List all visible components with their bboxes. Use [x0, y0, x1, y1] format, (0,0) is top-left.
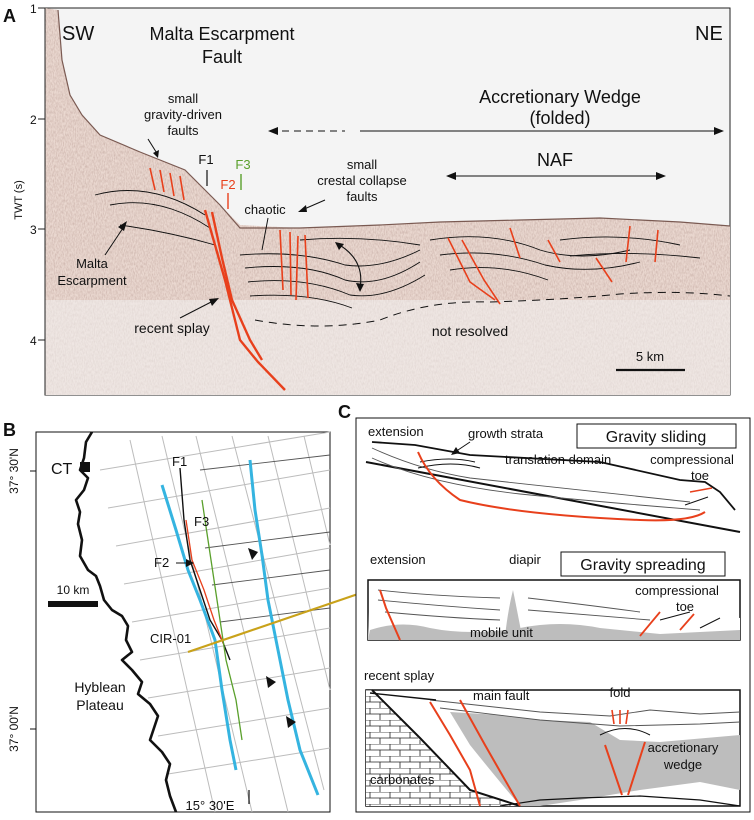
map-f2-label: F2: [154, 555, 169, 570]
y-tick-label: 4: [30, 334, 37, 348]
spreading-extension-label: extension: [370, 552, 426, 567]
cir-01-line: [187, 592, 359, 654]
model-recent-splay-label: recent splay: [364, 668, 435, 683]
main-fault-label: main fault: [473, 688, 530, 703]
f2-label: F2: [220, 177, 235, 192]
recent-splay-label: recent splay: [134, 320, 209, 336]
panel-letter-c: C: [338, 402, 351, 422]
bathymetry-line-west: [160, 484, 238, 771]
malta-escarpment-label: Malta: [76, 256, 109, 271]
chaotic-pointer: [261, 217, 269, 251]
panel-a: A: [3, 2, 731, 396]
accretionary-title-1: Accretionary Wedge: [479, 87, 641, 107]
carbonates-label: carbonates: [370, 772, 435, 787]
chaotic-label: chaotic: [244, 202, 286, 217]
sliding-extension-label: extension: [368, 424, 424, 439]
spreading-title: Gravity spreading: [580, 557, 705, 574]
seismic-faults: [149, 167, 659, 391]
title-line-2: Fault: [202, 47, 242, 67]
title-line-1: Malta Escarpment: [149, 24, 294, 44]
panel-b: B: [3, 420, 359, 813]
accretionary-title-2: (folded): [529, 108, 590, 128]
lon-label: 15° 30'E: [186, 798, 235, 813]
thrust-symbol: [286, 716, 296, 728]
thrust-symbol: [248, 548, 258, 560]
panel-c: C extension growth strata Gravity slidin…: [338, 402, 751, 813]
ct-label: CT: [51, 461, 73, 478]
f1-label: F1: [198, 152, 213, 167]
accretionary-label: accretionary: [648, 740, 719, 755]
diapir-label: diapir: [509, 552, 541, 567]
y-tick-label: 1: [30, 2, 37, 16]
map-f3-label: F3: [194, 514, 209, 529]
translation-label: translation domain: [505, 452, 611, 467]
y-tick-label: 2: [30, 113, 37, 127]
crestal-faults-label: crestal collapse: [317, 173, 407, 188]
crestal-faults-label: faults: [346, 189, 378, 204]
curved-double-arrow: [337, 243, 362, 289]
gravity-faults-label: faults: [167, 123, 199, 138]
fault-f3: [201, 499, 243, 741]
fault-f2: [185, 519, 225, 646]
cir-01-label: CIR-01: [150, 631, 191, 646]
gravity-faults-label: small: [168, 91, 198, 106]
y-axis-label: TWT (s): [13, 180, 25, 220]
dashed-base-reflector: [254, 291, 731, 327]
sliding-toe-label: toe: [691, 468, 709, 483]
scale-label-b: 10 km: [57, 583, 90, 597]
not-resolved-label: not resolved: [432, 323, 508, 339]
panel-letter-a: A: [3, 6, 16, 26]
catania-marker: [80, 462, 90, 472]
sliding-toe-label: compressional: [650, 452, 734, 467]
bathymetry-line-east: [248, 459, 320, 796]
plateau-label: Hyblean: [74, 679, 125, 695]
accretionary-label: wedge: [663, 757, 702, 772]
spreading-title-box: [560, 551, 726, 577]
survey-grid: [99, 431, 331, 813]
growth-strata-label: growth strata: [468, 426, 544, 441]
y-tick-label: 3: [30, 223, 37, 237]
sliding-title-box: [576, 423, 737, 449]
mobile-unit-label: mobile unit: [470, 625, 533, 640]
f3-label: F3: [235, 157, 250, 172]
plateau-label: Plateau: [76, 697, 123, 713]
sw-label: SW: [62, 23, 94, 45]
y-axis: 1 2 3 4 TWT (s): [13, 2, 46, 395]
panel-letter-b: B: [3, 420, 16, 440]
spreading-toe-label: toe: [676, 599, 694, 614]
gravity-sliding-sketch: [365, 441, 741, 533]
map-f1-label: F1: [172, 454, 187, 469]
thrust-symbol: [266, 676, 276, 688]
malta-escarpment-label: Escarpment: [57, 273, 127, 288]
gravity-faults-label: gravity-driven: [144, 107, 222, 122]
spreading-toe-label: compressional: [635, 583, 719, 598]
naf-label: NAF: [537, 150, 573, 170]
sliding-title: Gravity sliding: [606, 429, 706, 446]
recent-splay-fault: [203, 209, 286, 391]
scale-label-a: 5 km: [636, 349, 664, 364]
gravity-spreading-sketch: [367, 579, 741, 641]
sicily-coastline: [74, 431, 178, 813]
lat-bottom-label: 37° 00'N: [7, 706, 21, 752]
lat-top-label: 37° 30'N: [7, 448, 21, 494]
crestal-faults-label: small: [347, 157, 377, 172]
interpreted-reflectors: [94, 190, 701, 309]
recent-splay-arrow: [179, 299, 216, 319]
fold-label: fold: [610, 685, 631, 700]
fault-model-sketch: [365, 689, 741, 807]
ne-label: NE: [695, 23, 723, 45]
malta-escarpment-arrow: [104, 224, 126, 256]
seafloor-reflector: [57, 9, 731, 229]
